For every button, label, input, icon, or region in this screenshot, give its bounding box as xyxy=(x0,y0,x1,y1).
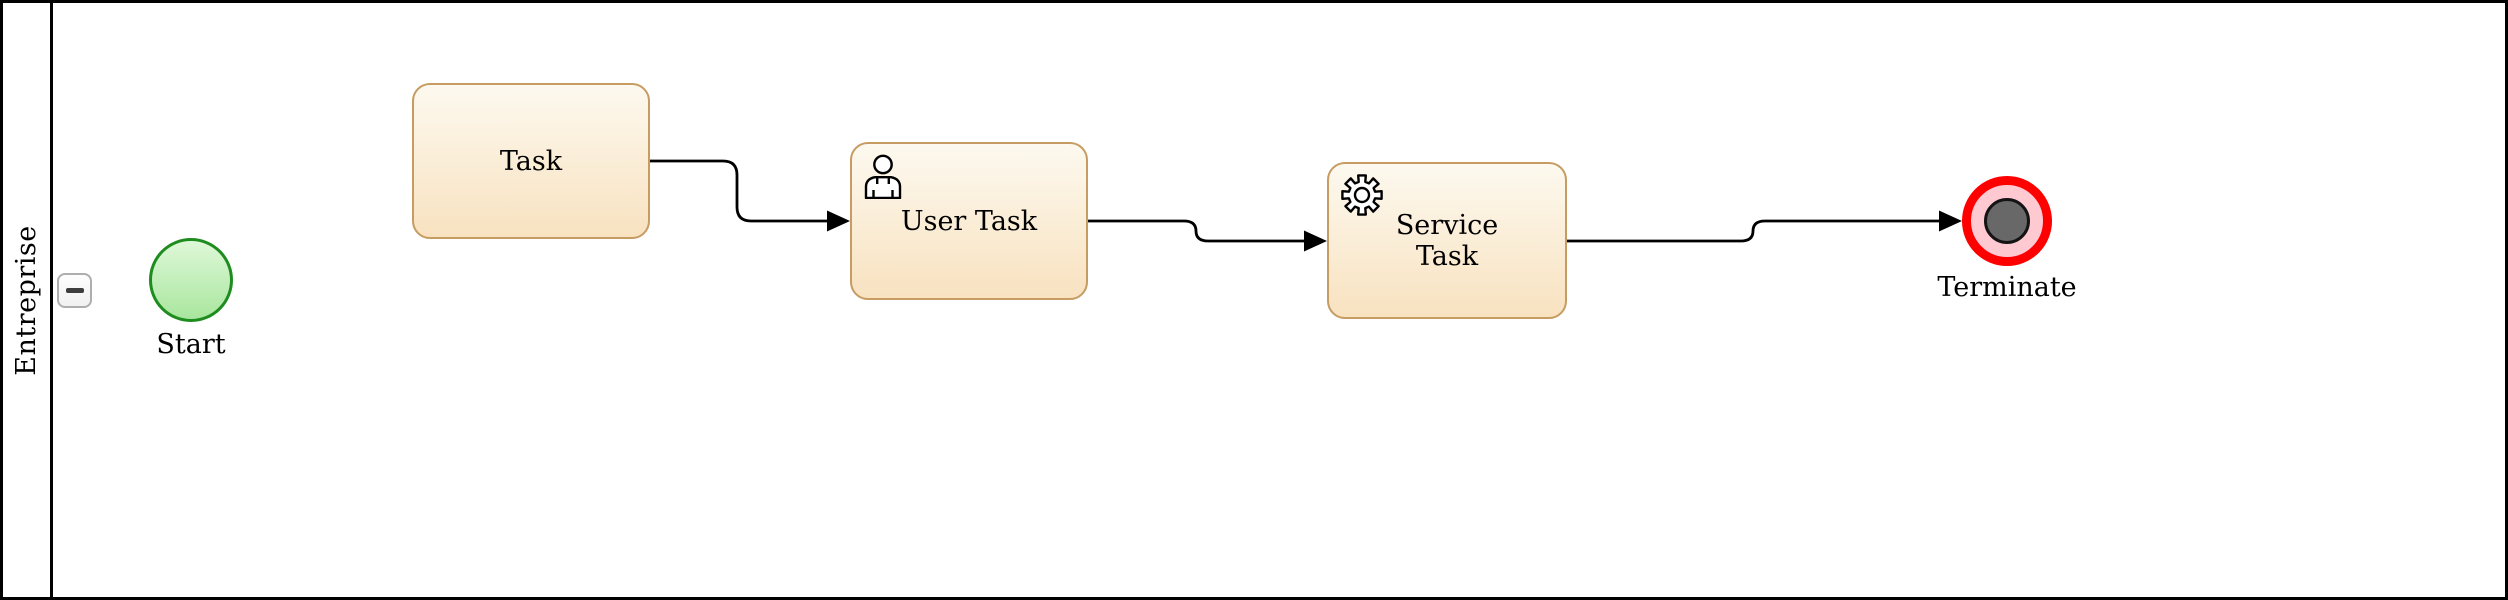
minus-icon xyxy=(65,288,84,293)
arrowhead-user-task xyxy=(827,210,850,232)
terminate-event-label: Terminate xyxy=(1937,272,2077,303)
sequence-flow-service-task-to-terminate[interactable] xyxy=(1567,219,1940,243)
task-label: Task xyxy=(499,145,563,177)
service-task-node[interactable]: Service Task xyxy=(1327,162,1567,319)
sequence-flow-user-task-to-service-task[interactable] xyxy=(1088,219,1305,243)
start-event[interactable] xyxy=(149,238,233,322)
sequence-flow-task-to-user-task[interactable] xyxy=(650,159,828,223)
gear-icon xyxy=(1341,174,1383,216)
user-task-label: User Task xyxy=(900,205,1038,237)
service-task-label: Service Task xyxy=(1395,209,1499,272)
user-icon xyxy=(864,154,902,199)
lane-collapse-button[interactable] xyxy=(57,273,92,308)
arrowhead-terminate xyxy=(1939,210,1962,232)
start-event-label: Start xyxy=(156,329,226,360)
task-node[interactable]: Task xyxy=(412,83,650,239)
terminate-core-circle xyxy=(1984,198,2030,244)
terminate-end-event[interactable] xyxy=(1962,176,2052,266)
user-task-node[interactable]: User Task xyxy=(850,142,1088,300)
arrowhead-service-task xyxy=(1304,230,1327,252)
pool-lane-header[interactable]: Entreprise xyxy=(3,3,53,597)
